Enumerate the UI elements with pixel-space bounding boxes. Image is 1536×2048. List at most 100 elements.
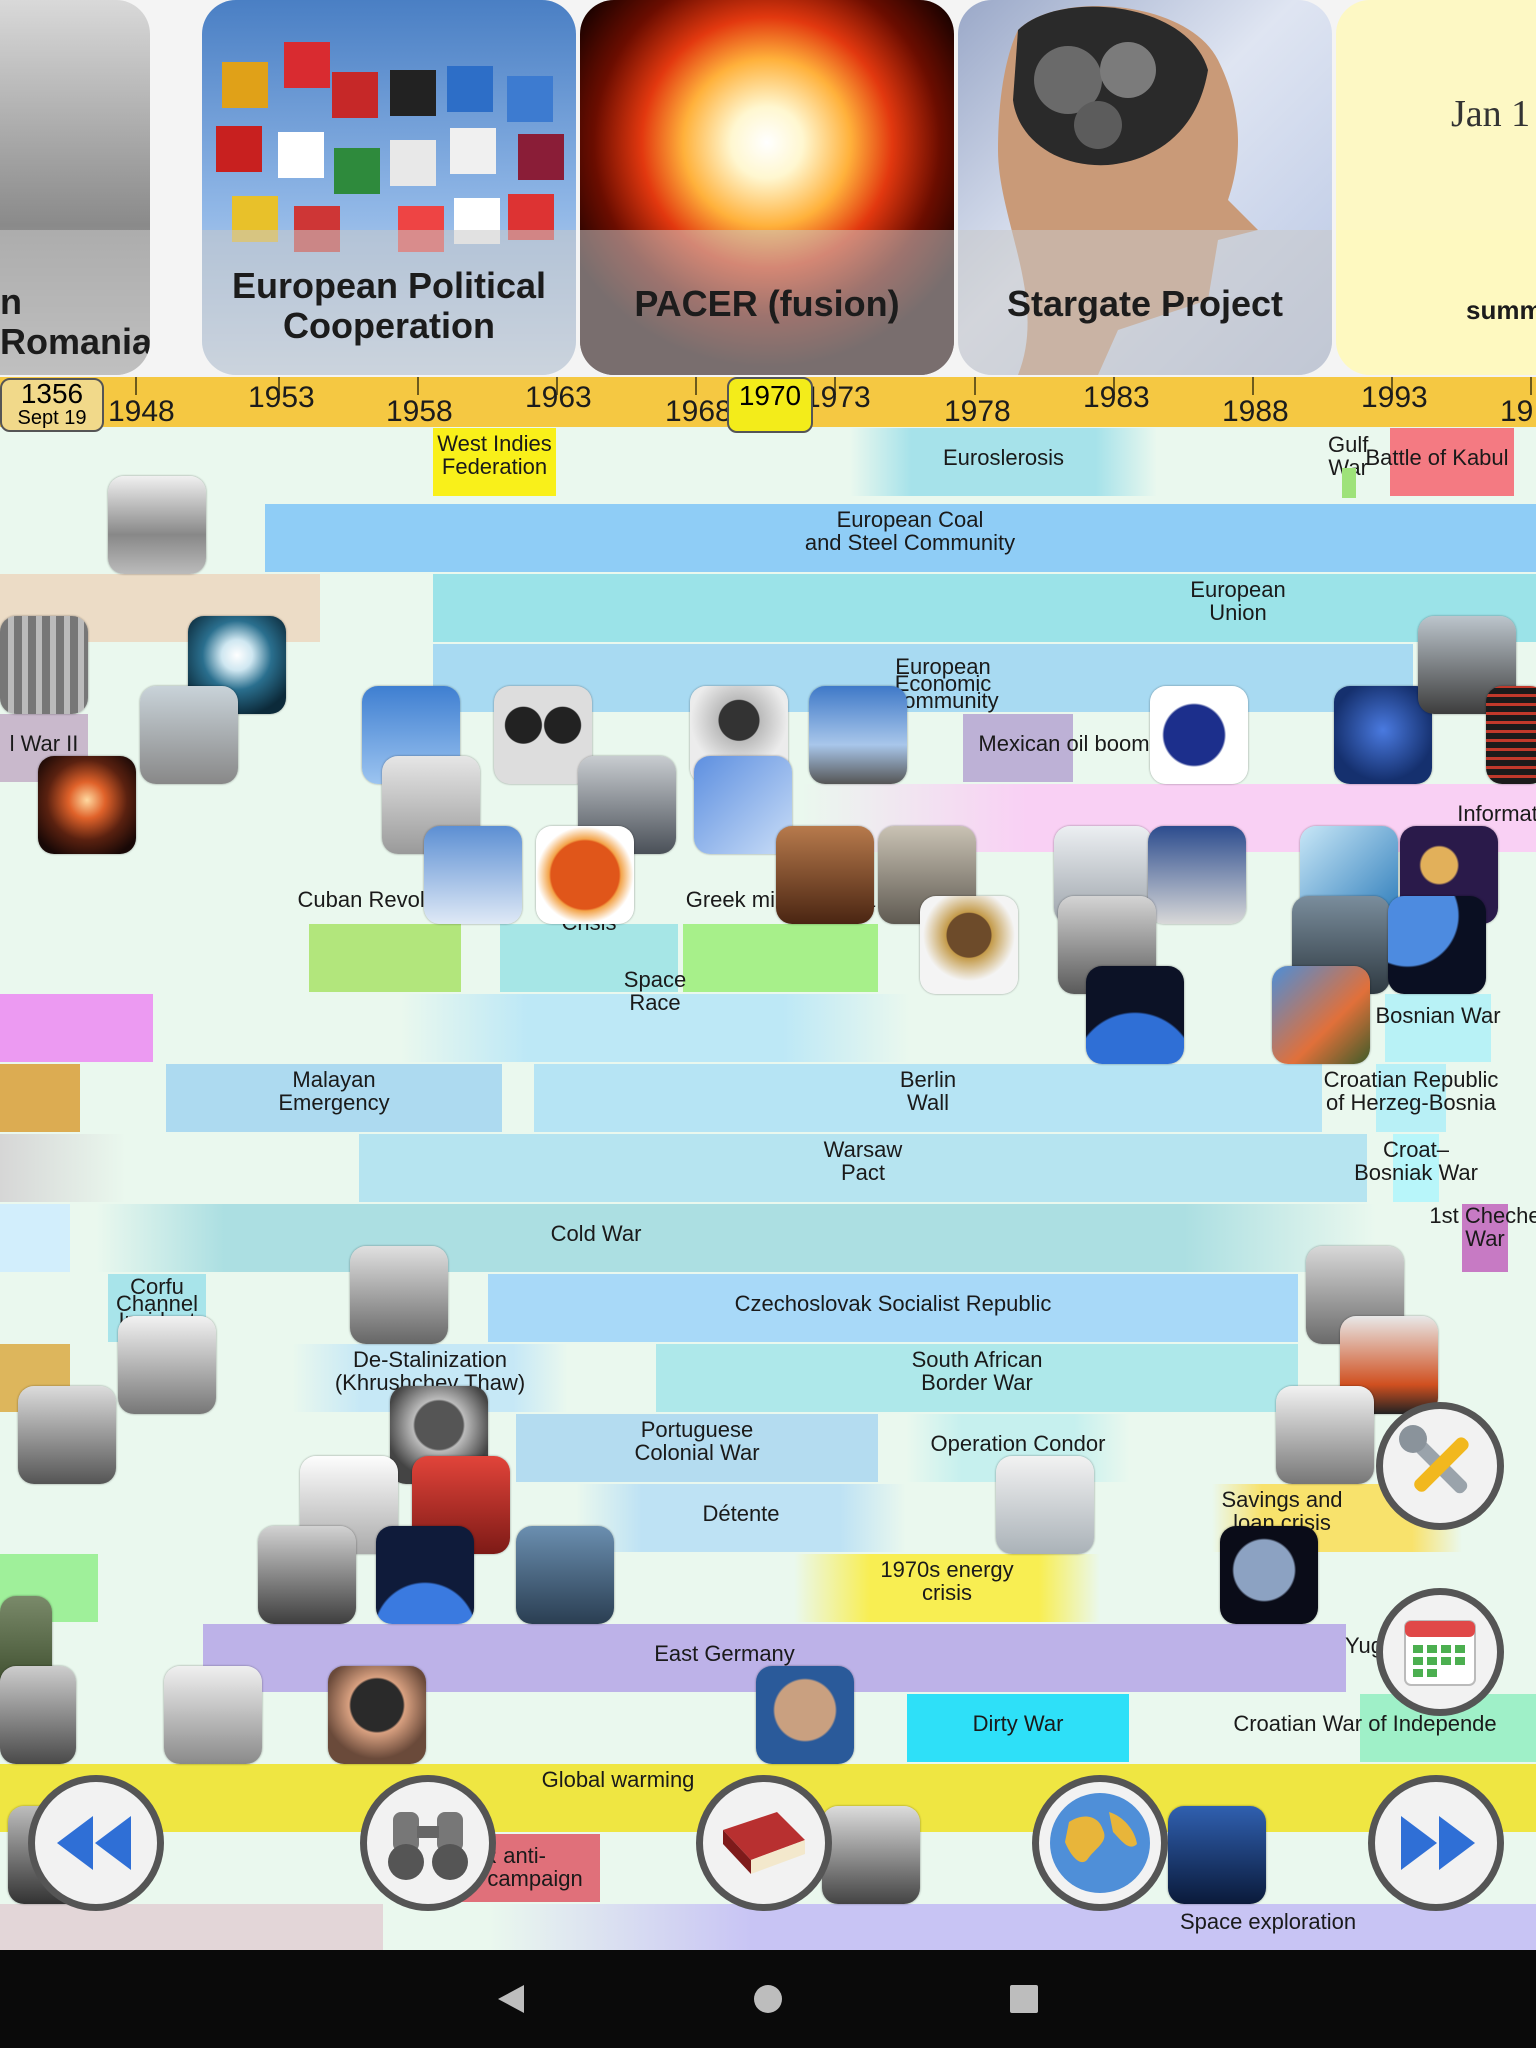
event-1970s-energy-crisis[interactable]: 1970s energy crisis [794, 1554, 1100, 1622]
ochre-bar[interactable] [0, 1064, 80, 1132]
card-title: summ [1466, 295, 1536, 325]
event-thumbnail[interactable] [1486, 686, 1536, 784]
year-label: 1983 [1083, 381, 1150, 414]
rewind-button[interactable] [28, 1775, 164, 1911]
gulf-war-bar [1342, 468, 1356, 498]
encyclopedia-button[interactable] [696, 1775, 832, 1911]
event-battle-of-kabul[interactable]: Battle of Kabul [1365, 428, 1514, 496]
year-label: 1968 [665, 395, 732, 427]
event-thumbnail[interactable] [376, 1526, 474, 1624]
event-thumbnail[interactable] [694, 756, 792, 854]
book-icon [723, 1812, 805, 1874]
card-date: Jan 1 [1451, 93, 1531, 135]
event-croatian-republic-herzeg-bosnia[interactable]: Croatian Republic of Herzeg-Bosnia [1324, 1064, 1498, 1132]
event-thumbnail[interactable] [1220, 1526, 1318, 1624]
card-european-political-cooperation[interactable]: European Political Cooperation [202, 0, 576, 375]
event-thumbnail[interactable] [1148, 826, 1246, 924]
event-thumbnail[interactable] [1272, 966, 1370, 1064]
event-european-economic-community[interactable]: European Economic Community [433, 644, 1413, 712]
grey-fade-bar[interactable] [0, 1134, 126, 1202]
map-button[interactable] [1032, 1775, 1168, 1911]
card-title: Stargate Project [1006, 283, 1284, 324]
event-dirty-war[interactable]: Dirty War [907, 1694, 1129, 1762]
event-eurosclerosis[interactable]: Euroslerosis [850, 428, 1157, 496]
event-thumbnail[interactable] [108, 476, 206, 574]
event-south-african-border-war[interactable]: South African Border War [656, 1344, 1298, 1412]
event-thumbnail[interactable] [494, 686, 592, 784]
event-thumbnail[interactable] [1086, 966, 1184, 1064]
calendar-button[interactable] [1376, 1588, 1504, 1716]
event-1st-chechen-war[interactable]: 1st Cheche War [1429, 1204, 1536, 1272]
pink-grey-bar[interactable] [0, 1904, 383, 1950]
event-thumbnail[interactable] [756, 1666, 854, 1764]
event-west-indies-federation[interactable]: West Indies Federation [433, 428, 556, 496]
card-title: European Political Cooperation [231, 265, 547, 346]
event-thumbnail[interactable] [809, 686, 907, 784]
recents-icon[interactable] [1004, 1979, 1044, 2019]
event-thumbnail[interactable] [920, 896, 1018, 994]
event-thumbnail[interactable] [18, 1386, 116, 1484]
current-date-indicator[interactable]: 1356 Sept 19 [0, 378, 104, 432]
year-label: 19 [1500, 395, 1534, 427]
event-thumbnail[interactable] [516, 1526, 614, 1624]
event-space-exploration[interactable]: Space exploration [488, 1904, 1536, 1950]
year-label: 1988 [1222, 395, 1289, 427]
year-label: 1978 [944, 395, 1011, 427]
card-summary-date[interactable]: Jan 1 summ [1336, 0, 1536, 375]
home-icon[interactable] [748, 1979, 788, 2019]
event-detente[interactable]: Détente [576, 1484, 906, 1552]
card-pacer-fusion[interactable]: PACER (fusion) [580, 0, 954, 375]
event-croat-bosniak-war[interactable]: Croat– Bosniak War [1354, 1134, 1478, 1202]
event-thumbnail[interactable] [424, 826, 522, 924]
event-european-coal-steel[interactable]: European Coal and Steel Community [265, 504, 1536, 572]
event-thumbnail[interactable] [1150, 686, 1248, 784]
search-button[interactable] [360, 1775, 496, 1911]
event-greek-military-junta[interactable]: Greek military junta [683, 888, 878, 992]
event-gulf-war[interactable]: Gulf War [1328, 432, 1369, 479]
rewind-icon [57, 1816, 131, 1870]
event-thumbnail[interactable] [164, 1666, 262, 1764]
event-thumbnail[interactable] [258, 1526, 356, 1624]
year-label: 1948 [108, 395, 175, 427]
timeline-area[interactable]: West Indies Federation Euroslerosis Gulf… [0, 428, 1536, 1950]
card-romania[interactable]: n Romania [0, 0, 150, 375]
card-stargate-project[interactable]: Stargate Project [958, 0, 1332, 375]
settings-button[interactable] [1376, 1402, 1504, 1530]
event-thumbnail[interactable] [996, 1456, 1094, 1554]
event-thumbnail[interactable] [536, 826, 634, 924]
event-malayan-emergency[interactable]: Malayan Emergency [166, 1064, 502, 1132]
event-card-strip: n Romania European Political Cooperation… [0, 0, 1536, 378]
event-thumbnail[interactable] [328, 1666, 426, 1764]
year-label: 1993 [1361, 381, 1428, 414]
event-thumbnail[interactable] [350, 1246, 448, 1344]
selected-year-marker[interactable]: 1970 [727, 377, 813, 433]
event-czechoslovak-socialist-republic[interactable]: Czechoslovak Socialist Republic [488, 1274, 1298, 1342]
event-thumbnail[interactable] [1388, 896, 1486, 994]
event-thumbnail[interactable] [1334, 686, 1432, 784]
event-cold-war[interactable]: Cold War [96, 1204, 1376, 1272]
event-portuguese-colonial-war[interactable]: Portuguese Colonial War [516, 1414, 878, 1482]
event-thumbnail[interactable] [0, 616, 88, 714]
magenta-bar[interactable] [0, 994, 153, 1062]
system-navigation-bar [0, 1950, 1536, 2048]
forward-button[interactable] [1368, 1775, 1504, 1911]
card-title: n Romania [0, 281, 150, 362]
event-bosnian-war[interactable]: Bosnian War [1375, 994, 1501, 1062]
event-thumbnail[interactable] [822, 1806, 920, 1904]
event-thumbnail[interactable] [118, 1316, 216, 1414]
event-cuban-revolution[interactable]: Cuban Revolution [298, 888, 472, 992]
event-thumbnail[interactable] [1168, 1806, 1266, 1904]
event-thumbnail[interactable] [1276, 1386, 1374, 1484]
event-warsaw-pact[interactable]: Warsaw Pact [359, 1134, 1367, 1202]
event-berlin-wall[interactable]: Berlin Wall [534, 1064, 1322, 1132]
event-thumbnail[interactable] [776, 826, 874, 924]
event-thumbnail[interactable] [140, 686, 238, 784]
event-space-race[interactable]: Space Race [400, 968, 910, 1062]
event-thumbnail[interactable] [0, 1666, 76, 1764]
event-mexican-oil-boom[interactable]: Mexican oil boom [963, 714, 1150, 782]
light-blue-bar[interactable] [0, 1204, 70, 1272]
event-thumbnail[interactable] [38, 756, 136, 854]
back-icon[interactable] [492, 1979, 532, 2019]
year-label: 1963 [525, 381, 592, 414]
event-european-union[interactable]: European Union [433, 574, 1536, 642]
